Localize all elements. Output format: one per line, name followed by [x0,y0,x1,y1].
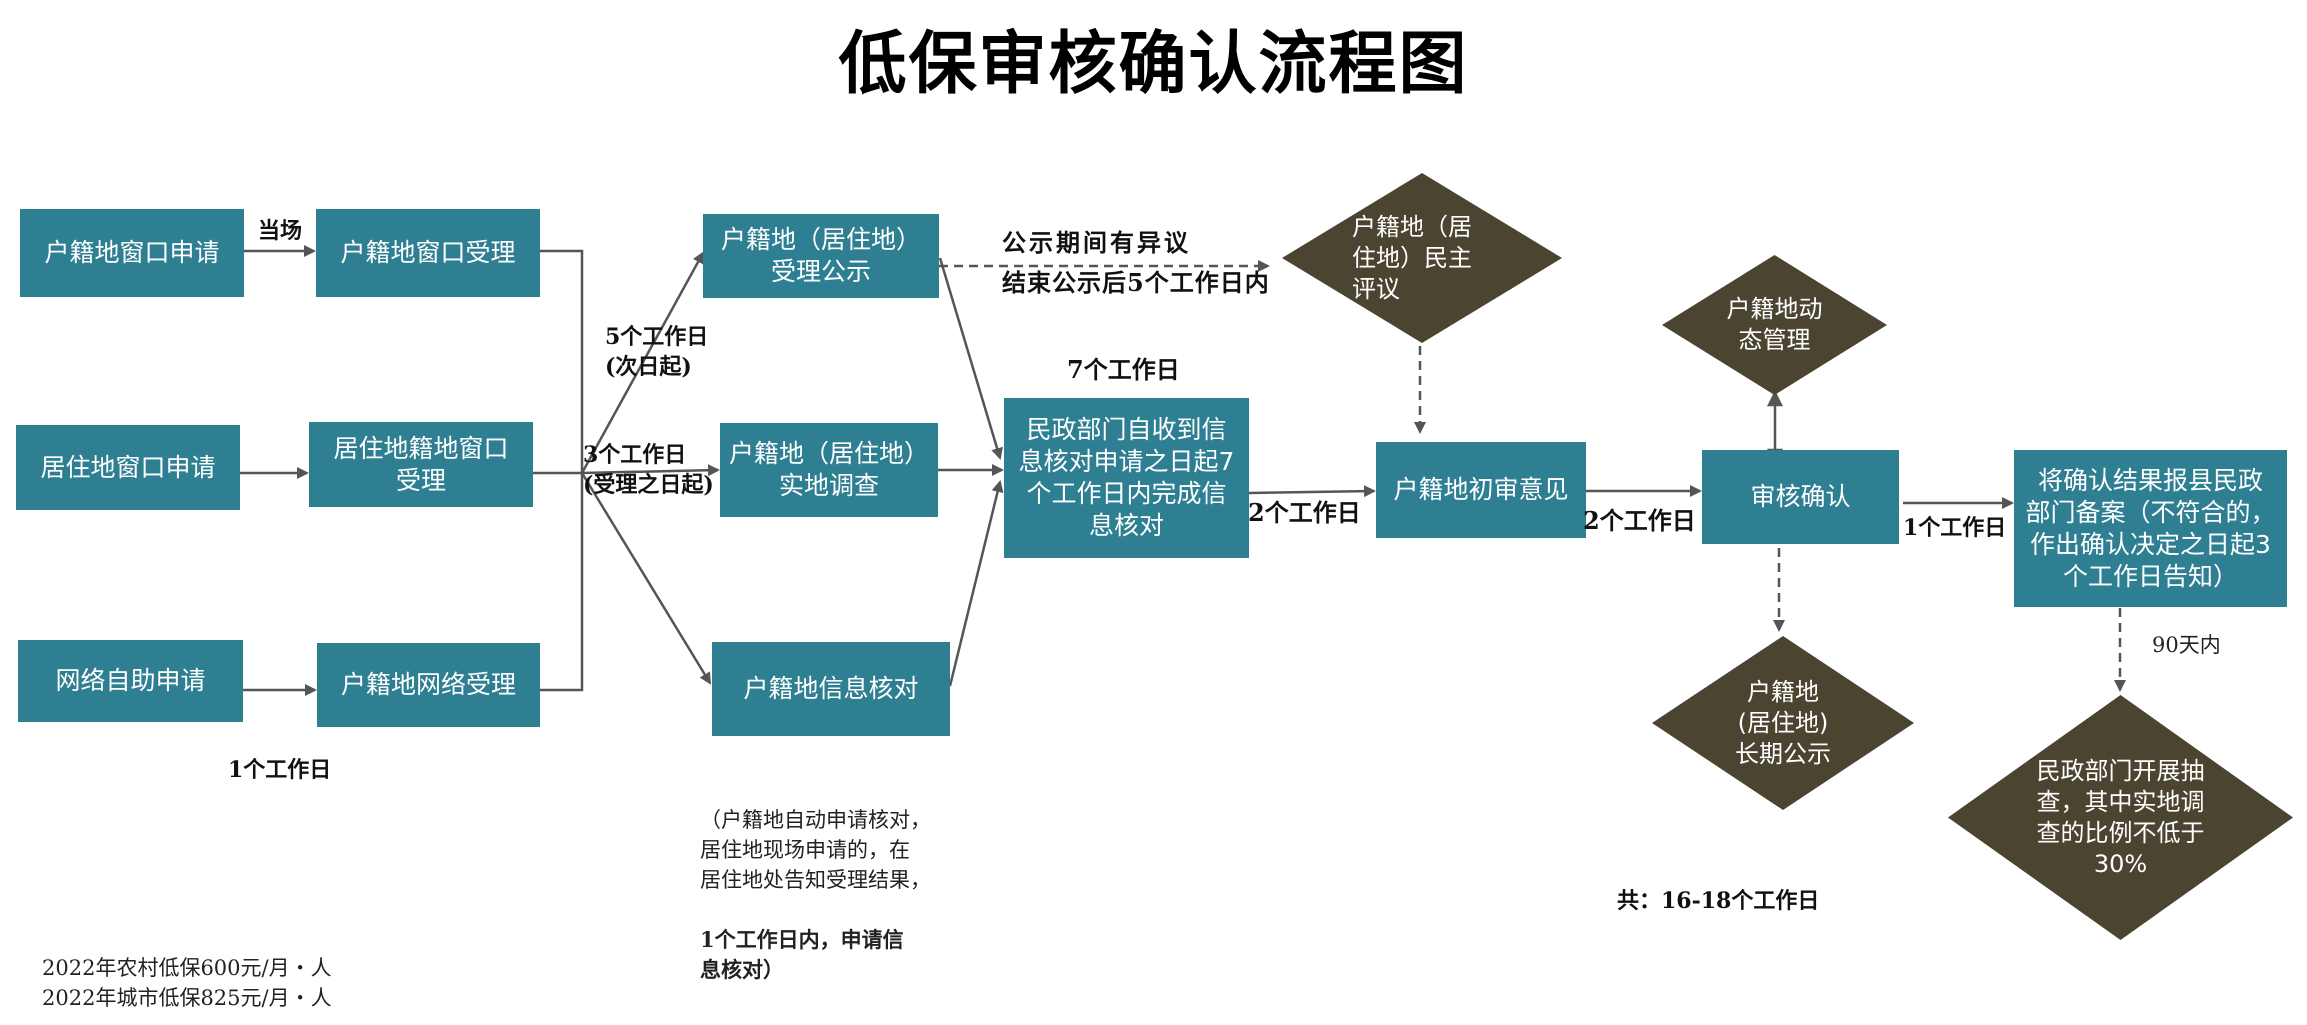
first-review-box: 户籍地初审意见 [1376,442,1586,538]
bidir-arrow-up [1766,390,1784,407]
democratic-review-diamond: 户籍地（居 住地）民主 评议 [1282,173,1562,343]
long-term-publicize-text: 户籍地 (居住地) 长期公示 [1735,677,1831,768]
civil-verify-box: 民政部门自收到信 息核对申请之日起7 个工作日内完成信 息核对 [1004,398,1249,558]
apply-residence-window-box: 居住地窗口申请 [16,425,240,510]
verify-note-bold: 1个工作日内，申请信 息核对） [700,927,904,982]
label-two-days-a: 2个工作日 [1248,498,1361,527]
verify-note-normal: （户籍地自动申请核对， 居住地现场申请的，在 居住地处告知受理结果， [700,808,931,892]
apply-online-box: 网络自助申请 [18,640,243,722]
label-on-spot: 当场 [258,218,303,244]
label-three-days: 3个工作日 (受理之日起) [583,442,714,498]
field-survey-box: 户籍地（居住地） 实地调查 [720,423,938,517]
spot-check-diamond: 民政部门开展抽 查，其中实地调 查的比例不低于 30% [1948,695,2293,940]
info-verify-box: 户籍地信息核对 [712,642,950,736]
confirm-box: 审核确认 [1702,450,1899,544]
dynamic-mgmt-text: 户籍地动 态管理 [1726,295,1823,354]
rural-standard-note: 2022年农村低保600元/月・人 [42,956,332,980]
arrow-publicize-civil [938,257,1003,460]
label-five-days: 5个工作日 (次日起) [605,324,709,380]
arrow-civil-first [1248,485,1376,498]
arrow-verify-civil [948,480,1004,687]
label-one-day-right: 1个工作日 [1903,515,2007,541]
arrow-to-publicize [580,251,705,474]
long-term-publicize-diamond: 户籍地 (居住地) 长期公示 [1652,636,1914,810]
urban-standard-note: 2022年城市低保825元/月・人 [42,986,332,1010]
bracket-accept [540,249,584,692]
report-box: 将确认结果报县民政 部门备案（不符合的， 作出确认决定之日起3 个工作日告知） [2014,450,2287,607]
label-two-days-b: 2个工作日 [1583,506,1696,535]
label-one-day-bottom: 1个工作日 [228,757,332,783]
label-objection-end: 结束公示后5个工作日内 [1002,268,1270,297]
arrow-to-survey [581,464,720,477]
democratic-review-text: 户籍地（居 住地）民主 评议 [1352,212,1472,303]
page-title: 低保审核确认流程图 [838,25,1469,104]
accept-residence-window-box: 居住地籍地窗口 受理 [309,422,533,507]
arrow-to-verify [580,472,712,685]
label-ninety-days: 90天内 [2152,633,2221,657]
accept-hukou-window-box: 户籍地窗口受理 [316,209,540,297]
verify-note: （户籍地自动申请核对， 居住地现场申请的，在 居住地处告知受理结果， 1个工作日… [700,775,931,1015]
apply-hukou-window-box: 户籍地窗口申请 [20,209,244,297]
label-objection: 公示期间有异议 [1002,228,1191,257]
label-total: 共：16-18个工作日 [1617,888,1820,914]
label-seven-days: 7个工作日 [1067,355,1180,384]
dynamic-mgmt-diamond: 户籍地动 态管理 [1662,255,1887,395]
spot-check-text: 民政部门开展抽 查，其中实地调 查的比例不低于 30% [2036,756,2205,878]
publicize-box: 户籍地（居住地） 受理公示 [703,214,939,298]
accept-online-box: 户籍地网络受理 [317,643,540,727]
